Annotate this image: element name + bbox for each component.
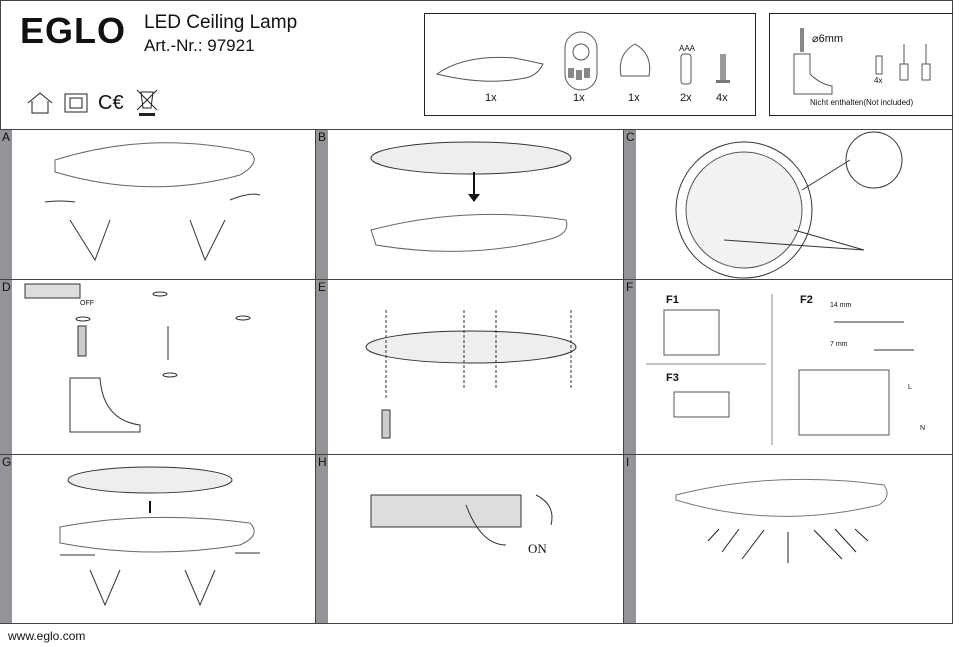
panel-label: B: [318, 130, 327, 144]
screw-drawing: [720, 54, 726, 80]
battery-drawing: [680, 53, 692, 85]
panel-c: C: [624, 130, 953, 280]
battery-qty: 2x: [680, 92, 692, 104]
product-title: LED Ceiling Lamp: [144, 12, 298, 33]
plate-drawing: [619, 43, 651, 77]
indoor-house-icon: [27, 92, 53, 114]
panel-a: A: [0, 130, 316, 280]
panel-label: D: [2, 280, 11, 294]
panel-d: D OFF: [0, 280, 316, 455]
panel-i: I: [624, 455, 953, 624]
brand-logo: EGLO: [20, 10, 127, 51]
live-label: L: [908, 384, 912, 391]
panel-label: H: [318, 455, 327, 469]
panel-f: F F1 F2 F3 14 mm 7 mm L N: [624, 280, 953, 455]
article-number: Art.-Nr.: 97921: [144, 36, 255, 55]
lamp-qty: 1x: [485, 92, 497, 104]
panel-label: C: [626, 130, 635, 144]
package-contents: 1x 1x 1x AAA 2x 4x: [424, 13, 756, 116]
battery-type: AAA: [679, 44, 696, 53]
dowel-qty: 4x: [874, 76, 883, 85]
panel-h: H ON: [316, 455, 624, 624]
f1-label: F1: [666, 294, 679, 306]
dowel-drawing: [875, 55, 883, 75]
panel-label: A: [2, 130, 11, 144]
panel-label: F: [626, 280, 634, 294]
not-included-tools: ⌀6mm 4x Nicht enthalten(Not included): [769, 13, 953, 116]
panel-e: E: [316, 280, 624, 455]
class-ii-icon: [64, 93, 88, 113]
strip-length-7: 7 mm: [830, 341, 848, 348]
screwdriver-drawing: [899, 44, 931, 81]
remote-drawing: [564, 31, 598, 91]
website-url[interactable]: www.eglo.com: [8, 629, 86, 643]
ce-mark-icon: C€: [98, 91, 124, 114]
drill-drawing: [800, 28, 804, 52]
strip-length-14: 14 mm: [830, 302, 852, 309]
remote-qty: 1x: [573, 92, 585, 104]
weee-bin-icon: [136, 89, 157, 116]
not-included-caption: Nicht enthalten(Not included): [810, 98, 914, 107]
screw-qty: 4x: [716, 92, 728, 104]
neutral-label: N: [920, 425, 926, 432]
header: EGLO LED Ceiling Lamp Art.-Nr.: 97921 C€: [0, 0, 953, 130]
lamp-drawing: [435, 56, 544, 82]
panel-b: B: [316, 130, 624, 280]
panel-label: I: [626, 455, 630, 469]
drill-size: ⌀6mm: [812, 33, 844, 45]
on-label: ON: [528, 541, 547, 556]
panel-label: G: [2, 455, 12, 469]
off-label: OFF: [80, 300, 94, 307]
panel-label: E: [318, 280, 327, 294]
certification-symbols: C€: [26, 88, 160, 118]
panel-g: G: [0, 455, 316, 624]
f3-label: F3: [666, 372, 679, 384]
plate-qty: 1x: [628, 92, 640, 104]
f2-label: F2: [800, 294, 813, 306]
